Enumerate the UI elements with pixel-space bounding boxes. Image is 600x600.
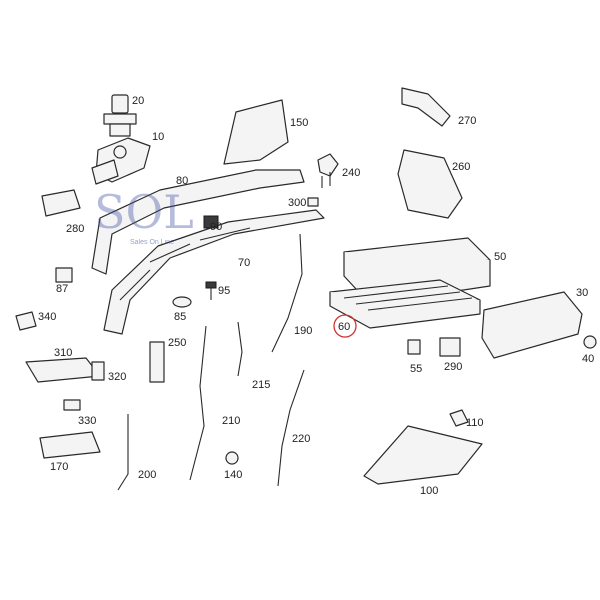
label-85: 85 xyxy=(174,311,186,323)
label-55: 55 xyxy=(410,363,422,375)
part-70-ribs xyxy=(119,227,251,301)
label-170: 170 xyxy=(50,461,68,473)
part-30-housing xyxy=(481,291,583,359)
part-110-fastener xyxy=(449,409,469,427)
label-90: 90 xyxy=(210,221,222,233)
part-240-clip xyxy=(317,153,339,188)
watermark-logo: SOL xyxy=(94,185,194,239)
part-140-clamp xyxy=(225,451,239,465)
label-220: 220 xyxy=(292,433,310,445)
label-87: 87 xyxy=(56,283,68,295)
label-30: 30 xyxy=(576,287,588,299)
label-330: 330 xyxy=(78,415,96,427)
label-340: 340 xyxy=(38,311,56,323)
highlight-circle xyxy=(333,314,357,338)
label-40: 40 xyxy=(582,353,594,365)
part-250-bracket xyxy=(149,341,165,383)
label-260: 260 xyxy=(452,161,470,173)
part-260-bracket xyxy=(397,149,463,219)
part-220-hose xyxy=(277,369,305,487)
label-110: 110 xyxy=(466,417,484,429)
part-labels: 20 10 150 240 80 300 90 70 95 85 280 87 … xyxy=(38,95,594,497)
label-20: 20 xyxy=(132,95,144,107)
part-290-pad xyxy=(439,337,461,357)
watermark: SOL Sales On Line xyxy=(94,185,194,246)
part-310-bracket xyxy=(25,357,101,383)
label-270: 270 xyxy=(458,115,476,127)
label-210: 210 xyxy=(222,415,240,427)
label-310: 310 xyxy=(54,347,72,359)
label-50: 50 xyxy=(494,251,506,263)
label-150: 150 xyxy=(290,117,308,129)
part-80-seal xyxy=(91,169,305,275)
label-140: 140 xyxy=(224,469,242,481)
label-300: 300 xyxy=(288,197,306,209)
part-215-hose xyxy=(237,321,243,377)
label-215: 215 xyxy=(252,379,270,391)
part-95-screw xyxy=(205,281,217,300)
label-60: 60 xyxy=(338,321,350,333)
label-95: 95 xyxy=(218,285,230,297)
part-100-cover xyxy=(363,425,483,485)
part-87-clip xyxy=(55,267,73,283)
part-320-clip xyxy=(91,361,105,381)
part-170-bracket xyxy=(39,431,101,459)
label-290: 290 xyxy=(444,361,462,373)
part-40-clip xyxy=(583,335,597,349)
part-200-pipe xyxy=(117,414,129,491)
part-90-nut xyxy=(203,215,219,229)
part-55-clip xyxy=(407,339,421,355)
part-10-module xyxy=(91,137,151,185)
label-320: 320 xyxy=(108,371,126,383)
label-100: 100 xyxy=(420,485,438,497)
part-330-pad xyxy=(63,399,81,411)
part-85-grommet xyxy=(172,296,192,308)
label-200: 200 xyxy=(138,469,156,481)
label-190: 190 xyxy=(294,325,312,337)
part-20-sensor xyxy=(103,94,137,137)
label-80: 80 xyxy=(176,175,188,187)
part-270-bracket xyxy=(401,87,451,127)
part-340-clip xyxy=(15,311,37,331)
part-60-cabin-filter xyxy=(329,279,481,329)
label-10: 10 xyxy=(152,131,164,143)
part-300-clip xyxy=(307,197,319,207)
watermark-tagline: Sales On Line xyxy=(130,239,174,246)
part-210-hose xyxy=(189,325,207,481)
part-280-bracket xyxy=(41,189,81,217)
label-250: 250 xyxy=(168,337,186,349)
label-280: 280 xyxy=(66,223,84,235)
label-70: 70 xyxy=(238,257,250,269)
label-240: 240 xyxy=(342,167,360,179)
part-190-pipe xyxy=(271,233,303,353)
part-150-duct xyxy=(223,99,289,165)
